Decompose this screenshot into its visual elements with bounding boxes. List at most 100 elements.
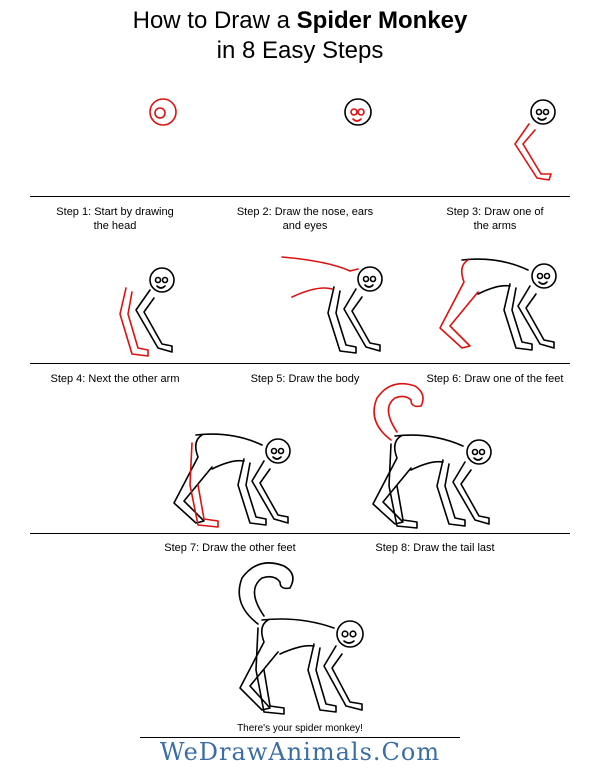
mouth (537, 117, 547, 121)
left-eye (535, 108, 543, 116)
arm-one (323, 645, 363, 711)
divider-4 (140, 737, 460, 738)
left-eye (362, 275, 370, 283)
right-eye (357, 108, 365, 116)
right-eye (542, 108, 550, 116)
left-eye (341, 630, 349, 638)
step-2-drawing (335, 90, 385, 145)
step-3-caption-line2: the arms (473, 220, 517, 232)
tail (238, 562, 294, 625)
divider-3 (30, 533, 570, 534)
mouth (156, 285, 166, 289)
page-subtitle: in 8 Easy Steps (216, 37, 384, 64)
step-1-caption-line2: the head (93, 220, 137, 232)
final-svg (238, 562, 364, 715)
arm-one (517, 285, 555, 349)
step-3-caption: Step 3: Draw one of the arms (420, 205, 570, 233)
step-3-drawing (505, 92, 565, 197)
arm-one (343, 288, 381, 352)
title-prefix: How to Draw a (132, 7, 297, 34)
step-3-caption-line1: Step 3: Draw one of (446, 206, 544, 218)
leg-one (239, 619, 279, 711)
mouth (473, 457, 483, 461)
leg-one (372, 435, 412, 525)
step-6-drawing (438, 252, 578, 367)
step-1-drawing (140, 90, 190, 145)
step-8-svg (372, 382, 492, 529)
step-3-svg (514, 99, 556, 181)
step-7-caption-line1: Step 7: Draw the other feet (164, 542, 296, 554)
step-1-caption: Step 1: Start by drawing the head (30, 205, 200, 233)
new-arm (514, 123, 552, 181)
back (261, 618, 335, 629)
step-4-caption: Step 4: Next the other arm (30, 372, 200, 386)
belly (279, 644, 315, 655)
step-1-svg (149, 98, 177, 126)
right-eye (161, 276, 169, 284)
belly (211, 459, 245, 470)
step-5-caption: Step 5: Draw the body (220, 372, 390, 386)
arm-one (452, 461, 490, 525)
step-6-caption-line1: Step 6: Draw one of the feet (426, 373, 564, 385)
back (461, 258, 529, 271)
divider-2 (30, 363, 570, 364)
new-leg (439, 259, 479, 349)
final-caption: There's your spider monkey! (237, 723, 363, 734)
step-2-caption: Step 2: Draw the nose, ears and eyes (215, 205, 395, 233)
step-5-drawing (278, 255, 398, 370)
new-belly (291, 287, 333, 298)
new-tail (373, 382, 424, 441)
right-eye (478, 448, 486, 456)
belly (477, 284, 511, 295)
new-back (281, 256, 359, 272)
mouth (364, 284, 374, 288)
left-eye (536, 272, 544, 280)
leg-two (388, 443, 418, 529)
arm-one (251, 460, 289, 524)
face-circle (154, 107, 166, 119)
new-arm (119, 287, 149, 357)
left-eye (270, 447, 278, 455)
step-4-drawing (110, 262, 190, 367)
arm-two (307, 643, 337, 713)
right-eye (543, 272, 551, 280)
step-2-svg (344, 98, 372, 126)
new-leg (189, 442, 219, 528)
nose-mouth (352, 118, 362, 122)
right-eye (369, 275, 377, 283)
step-8-drawing (365, 378, 515, 543)
step-1-caption-line1: Step 1: Start by drawing (56, 206, 174, 218)
back (195, 433, 263, 446)
mouth (538, 281, 548, 285)
arm-two (436, 459, 466, 527)
arm-two (237, 458, 267, 526)
arm-two (503, 283, 533, 351)
head-outline (149, 98, 177, 126)
step-2-caption-line2: and eyes (282, 220, 328, 232)
step-8-caption: Step 8: Draw the tail last (355, 541, 515, 555)
left-eye (350, 108, 358, 116)
right-eye (277, 447, 285, 455)
step-4-caption-line1: Step 4: Next the other arm (50, 373, 180, 385)
leg-one (173, 434, 213, 524)
final-drawing (232, 558, 392, 728)
step-6-caption: Step 6: Draw one of the feet (415, 372, 575, 386)
left-eye (154, 276, 162, 284)
step-2-caption-line1: Step 2: Draw the nose, ears (236, 206, 374, 218)
step-7-drawing (170, 425, 310, 540)
step-4-svg (119, 267, 175, 357)
title-bold: Spider Monkey (296, 7, 468, 34)
leg-two (255, 627, 285, 715)
logo-text: WeDrawAnimals.Com (159, 738, 441, 766)
back (394, 434, 464, 447)
step-7-svg (173, 433, 291, 528)
step-8-caption-line1: Step 8: Draw the tail last (375, 542, 495, 554)
arm-two (327, 286, 357, 354)
step-6-svg (439, 258, 557, 351)
left-eye (471, 448, 479, 456)
arm-one (135, 289, 173, 353)
site-logo: WeDrawAnimals.Com (0, 738, 600, 766)
page-title: How to Draw a Spider Monkey (0, 6, 600, 36)
step-5-svg (281, 256, 383, 354)
mouth (272, 456, 282, 460)
